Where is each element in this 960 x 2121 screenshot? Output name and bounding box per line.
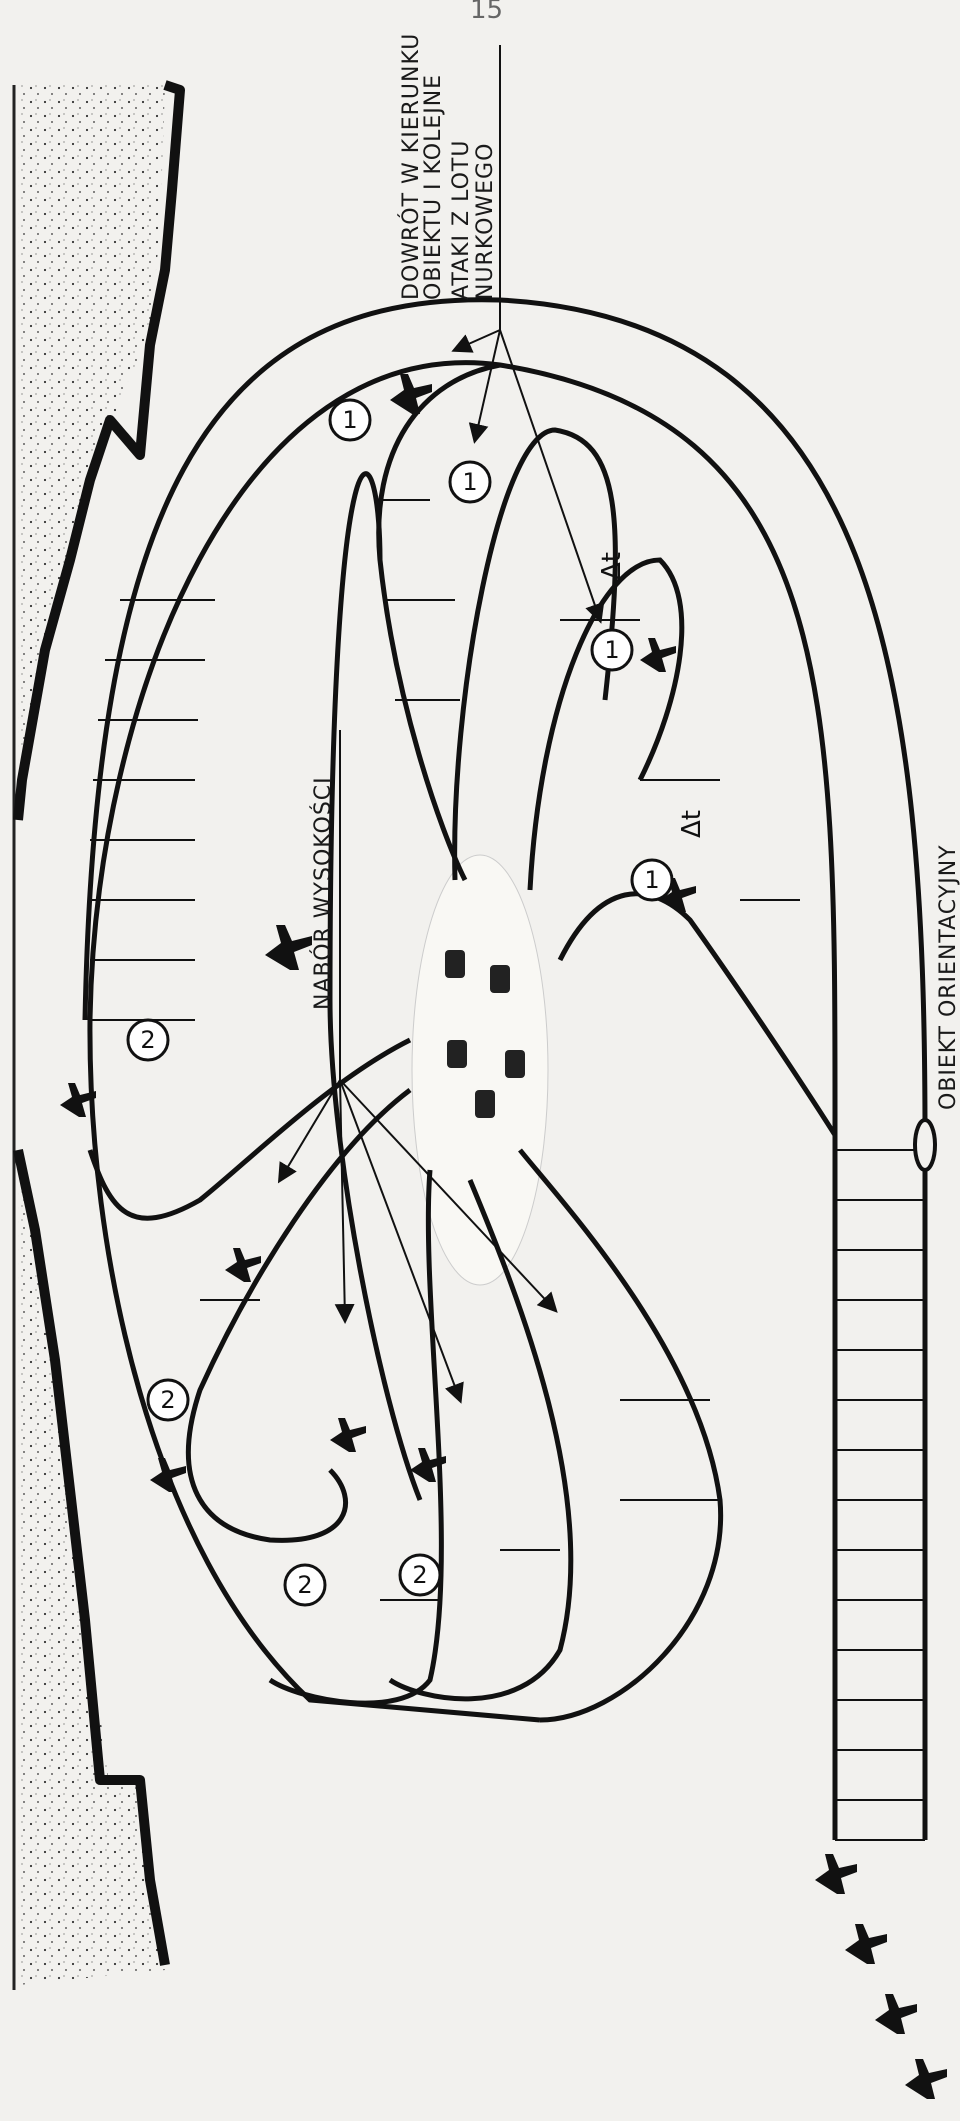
return-label-line: ATAKI Z LOTU [449,140,474,300]
vehicle-icon [490,965,510,993]
page-number: 15 [470,0,503,25]
svg-text:2: 2 [412,1561,427,1589]
group-1-marker: 1 [450,462,490,502]
return-label-line: OBIEKTU I KOLEJNE [421,74,446,300]
group-1-marker: 1 [330,400,370,440]
aircraft-icon [640,638,676,672]
svg-text:2: 2 [140,1026,155,1054]
aircraft-icon [875,1994,917,2034]
vehicle-icon [447,1040,467,1068]
vehicle-icon [445,950,465,978]
delta-t-label: Δt [677,810,707,838]
aircraft-icon [815,1854,857,1894]
vehicle-icon [475,1090,495,1118]
group-markers: 1 1 1 1 2 2 2 2 [128,400,672,1605]
svg-text:2: 2 [160,1386,175,1414]
aircraft-icon [905,2059,947,2099]
aircraft-icon [150,1458,186,1492]
aircraft-icon [265,925,312,970]
vehicle-icon [505,1050,525,1078]
group-1-marker: 1 [632,860,672,900]
group-2-marker: 2 [400,1555,440,1595]
aircraft-icon [845,1924,887,1964]
group-2-marker: 2 [285,1565,325,1605]
landmark-marker [915,1120,935,1170]
return-label: DOWRÓT W KIERUNKU OBIEKTU I KOLEJNE ATAK… [398,33,498,300]
target-zone [412,855,548,1285]
aircraft-icon [330,1418,366,1452]
delta-t-label: Δt [597,552,627,580]
landmark-label: OBIEKT ORIENTACYJNY [936,844,960,1110]
svg-text:1: 1 [644,866,659,894]
return-label-line: NURKOWEGO [473,143,498,300]
group-1-marker: 1 [592,630,632,670]
aircraft-icon [225,1248,261,1282]
aircraft-icon [390,374,432,414]
svg-text:1: 1 [604,636,619,664]
climb-label: NABÓR WYSOKOŚCI [310,776,336,1010]
group-2-marker: 2 [128,1020,168,1060]
svg-text:2: 2 [297,1571,312,1599]
group-2-marker: 2 [148,1380,188,1420]
svg-text:1: 1 [342,406,357,434]
svg-text:1: 1 [462,468,477,496]
